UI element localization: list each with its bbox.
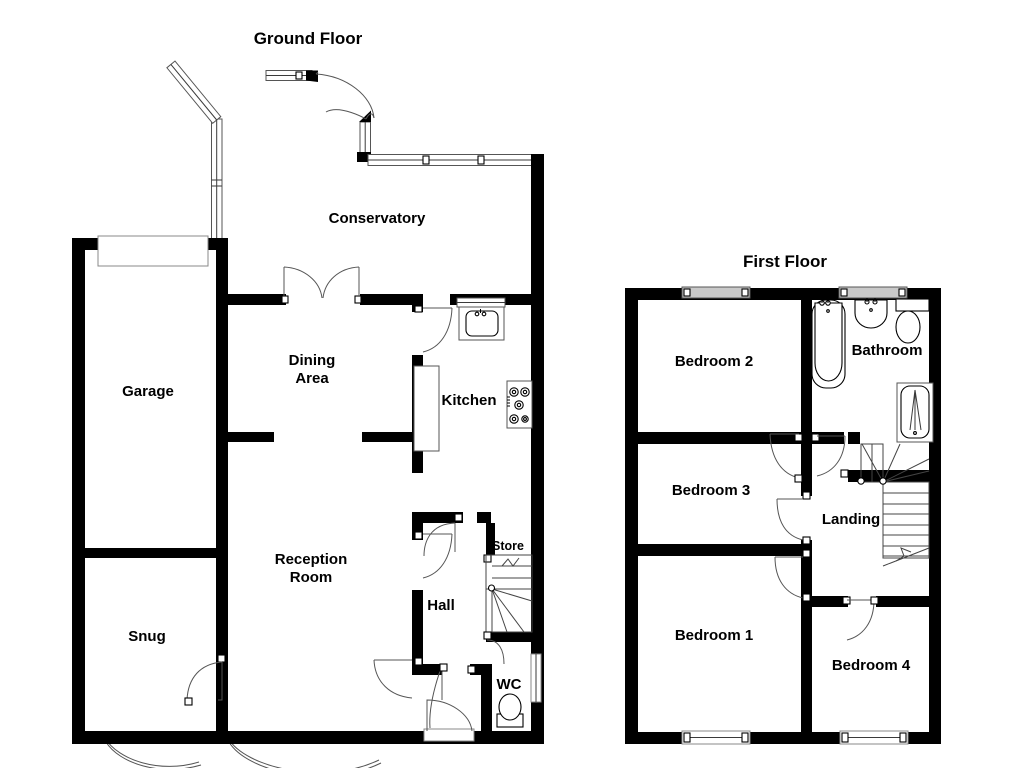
wall-snug-top — [85, 548, 219, 558]
hall-wc-side-door — [483, 631, 505, 665]
label-store: Store — [492, 539, 524, 553]
bedroom-4-door — [842, 596, 879, 641]
wall-kitchen-left-top — [412, 294, 423, 312]
wall-bed4-top-left — [812, 596, 848, 607]
label-bathroom: Bathroom — [852, 342, 923, 359]
bedroom-3-door — [776, 491, 811, 545]
wall-hall-upper — [412, 512, 423, 540]
window-bedroom-4-rear — [839, 730, 909, 745]
label-kitchen: Kitchen — [441, 392, 496, 409]
wall-first-right — [929, 288, 941, 744]
dining-double-doors — [281, 266, 362, 304]
wc-door — [429, 663, 476, 729]
wall-stub-right — [362, 432, 413, 442]
wall-garage-right — [216, 238, 228, 738]
hall-staircase-icon — [485, 554, 533, 633]
wall-hall-bottom-left — [412, 664, 442, 675]
wall-bath-bottom-left — [801, 432, 844, 444]
label-bedroom-1: Bedroom 1 — [675, 627, 753, 644]
wc-toilet-icon — [496, 693, 524, 728]
wall-bath-jamb — [848, 432, 860, 444]
front-door — [423, 699, 475, 742]
bedroom-1-door — [774, 549, 811, 602]
garage-door-icon — [97, 235, 209, 267]
snug-door — [184, 654, 226, 706]
label-reception-room-line2: Room — [290, 569, 333, 586]
window-bathroom-front — [838, 286, 908, 299]
wall-store-left — [423, 512, 463, 523]
ground-floor-title: Ground Floor — [254, 29, 363, 48]
first-floor-title: First Floor — [743, 252, 827, 271]
wall-bed1-right — [801, 556, 812, 601]
window-bedroom-2-front — [681, 286, 751, 299]
landing-staircase-icon — [857, 443, 930, 567]
wall-dining-top-left — [228, 294, 286, 305]
bathroom-toilet-icon — [895, 298, 930, 344]
window-wc-side — [530, 653, 542, 703]
label-landing: Landing — [822, 511, 880, 528]
window-bedroom-1-rear — [681, 730, 751, 745]
kitchen-sink-icon — [456, 297, 506, 341]
wall-wc-left — [481, 664, 492, 732]
kitchen-hob-icon — [506, 380, 533, 429]
first-floor-plan: Bedroom 2 Bathroom Bedroom 3 Landing Bed… — [625, 286, 941, 745]
wall-bed4-top-right — [876, 596, 929, 607]
label-hall: Hall — [427, 597, 455, 614]
wall-bed3-right-lower — [801, 540, 812, 556]
wall-hall-lower — [412, 590, 423, 667]
wall-ground-right — [531, 154, 544, 744]
wall-store-top — [477, 512, 491, 523]
label-reception-room-line1: Reception — [275, 551, 348, 568]
bay-window-reception — [216, 731, 410, 768]
bathroom-door — [811, 433, 849, 478]
kitchen-worktop-icon — [413, 365, 440, 452]
wall-bath-bottom-right — [848, 470, 929, 482]
wall-store-side — [486, 523, 495, 555]
ground-floor-plan: Conservatory Garage Dining Area Kitchen … — [72, 60, 544, 768]
label-dining-area-line1: Dining — [289, 352, 336, 369]
wall-bed2-bed3 — [638, 432, 805, 444]
bathroom-basin-icon — [854, 298, 888, 329]
label-bedroom-4: Bedroom 4 — [832, 657, 911, 674]
label-garage: Garage — [122, 383, 174, 400]
bedroom-2-door — [769, 433, 803, 483]
wall-stub-left — [228, 432, 274, 442]
label-snug: Snug — [128, 628, 166, 645]
kitchen-door — [414, 305, 453, 353]
bathroom-bath-icon — [811, 299, 846, 389]
wall-bed2-bath — [801, 300, 812, 444]
wall-dining-top-right — [360, 294, 423, 305]
label-wc: WC — [497, 676, 522, 693]
wall-hall-bottom-mid — [470, 664, 486, 675]
wall-bed1-bed4 — [801, 596, 812, 732]
wall-ground-left — [72, 238, 85, 738]
reception-hall-door — [414, 531, 453, 579]
reception-lower-door — [373, 657, 423, 699]
label-bedroom-3: Bedroom 3 — [672, 482, 750, 499]
wall-stairs-bottom — [486, 632, 532, 642]
store-door — [423, 513, 492, 563]
wall-bed3-right-upper — [801, 444, 812, 496]
bathroom-shower-icon — [896, 382, 934, 443]
label-dining-area-line2: Area — [295, 370, 329, 387]
label-conservatory: Conservatory — [329, 210, 426, 227]
wall-first-left — [625, 288, 638, 744]
label-bedroom-2: Bedroom 2 — [675, 353, 753, 370]
wall-bed3-bed1 — [638, 544, 805, 556]
